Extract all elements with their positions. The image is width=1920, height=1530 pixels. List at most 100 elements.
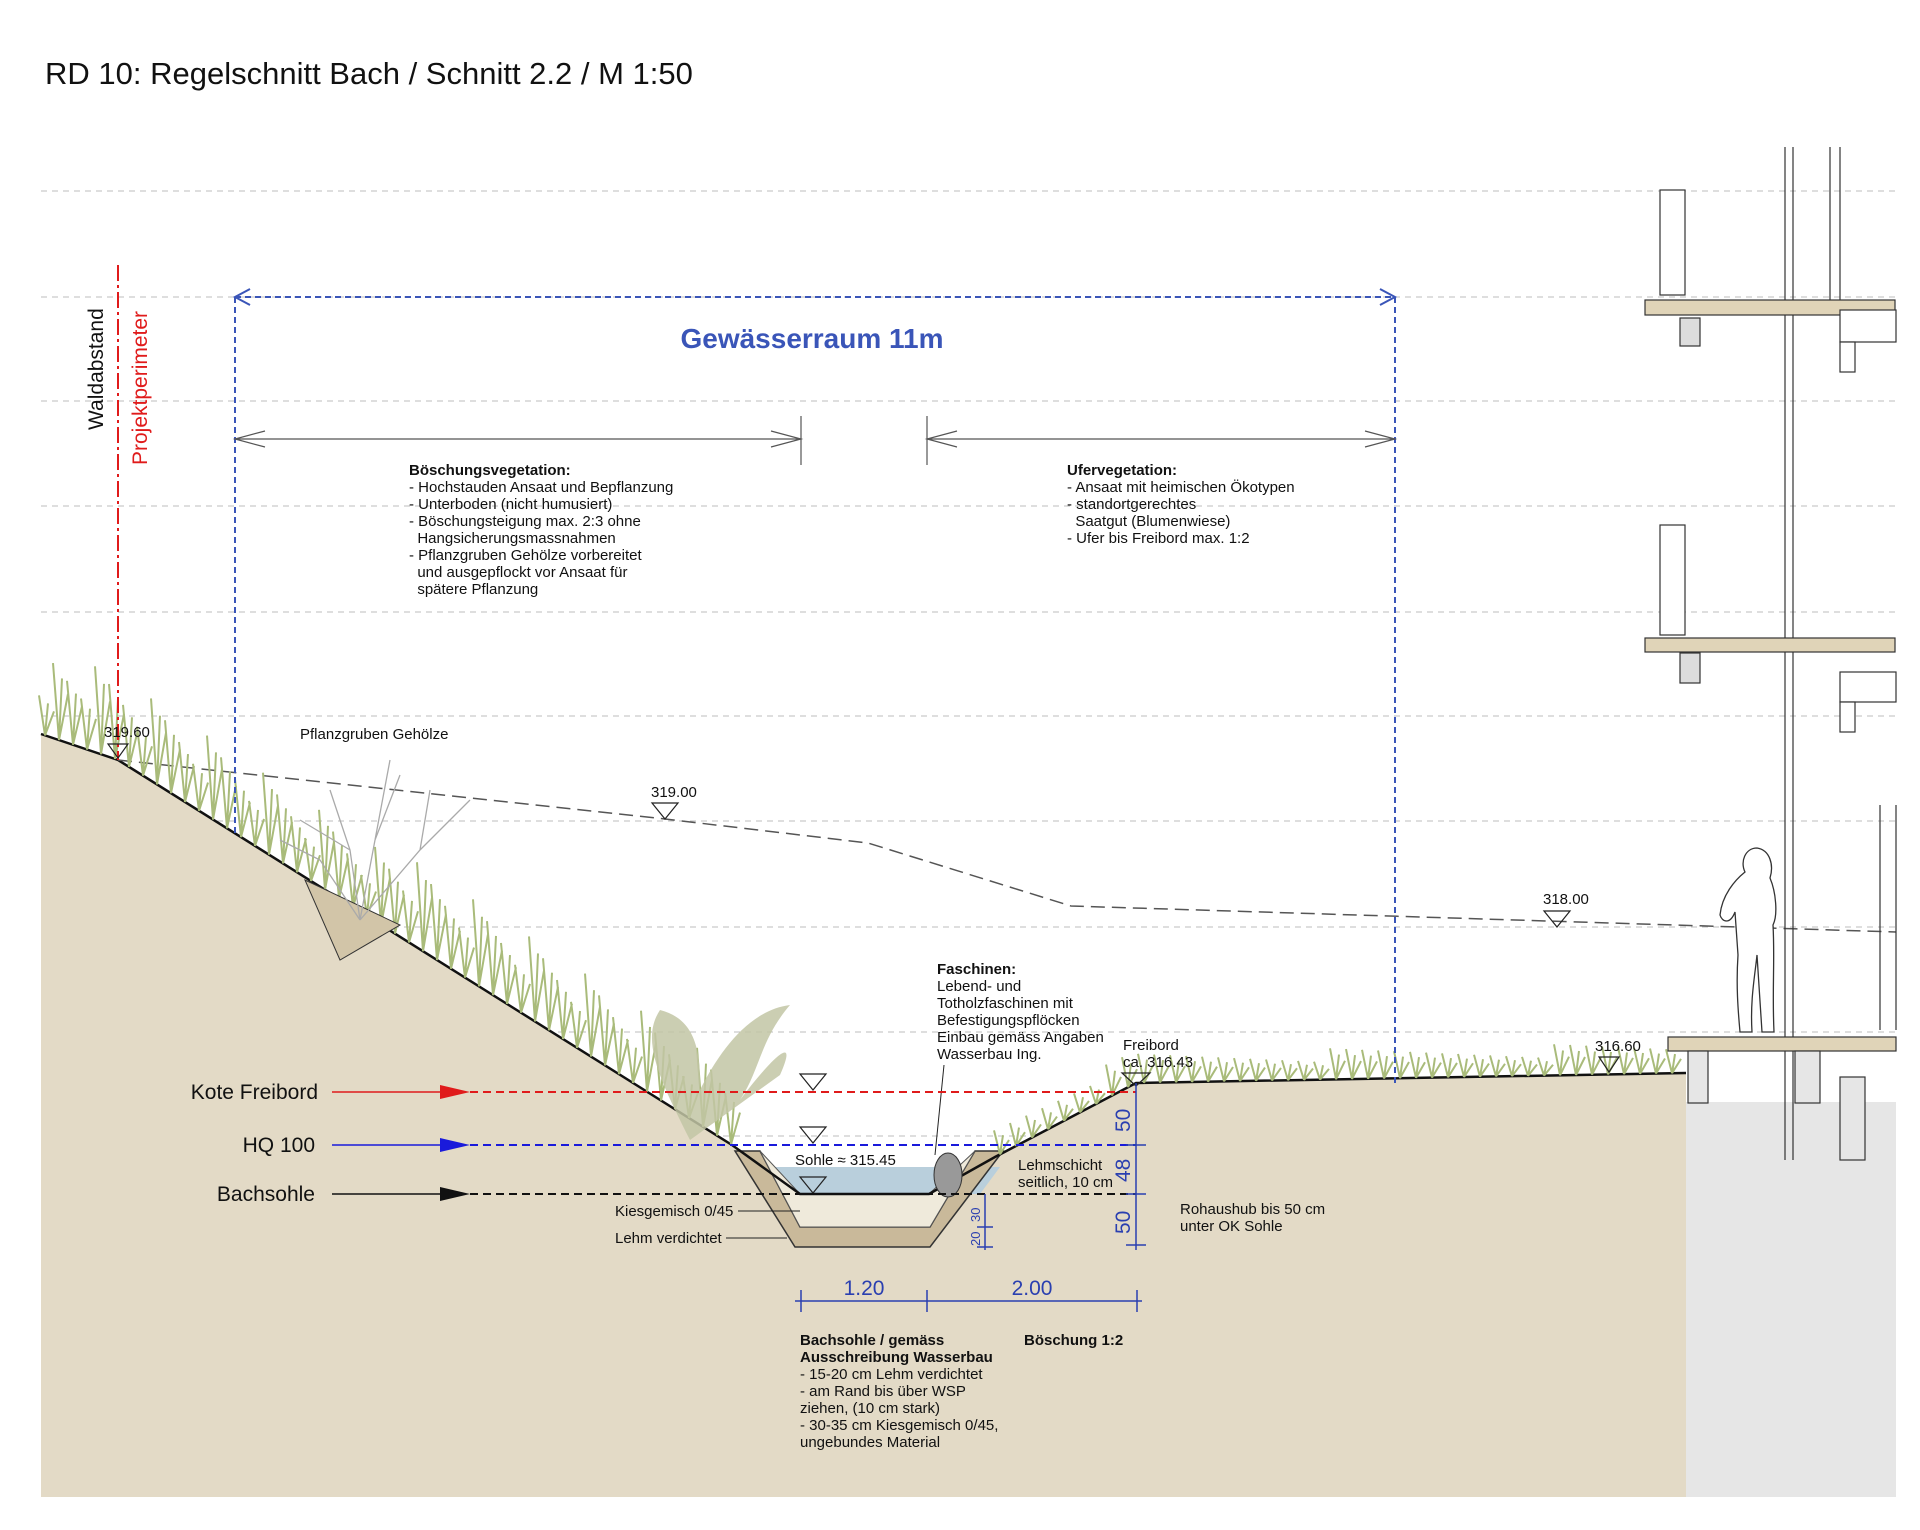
- grass-tuft: [234, 779, 251, 838]
- ground-section: [41, 734, 1686, 1497]
- grass-tuft: [38, 695, 55, 736]
- kote-freibord-label: Kote Freibord: [191, 1081, 318, 1104]
- svg-text:- Pflanzgruben Gehölze vorbere: - Pflanzgruben Gehölze vorbereitet: [409, 547, 642, 564]
- boeschung-label: Böschung 1:2: [1024, 1332, 1123, 1349]
- grass-tuft: [164, 720, 181, 794]
- building-ground-area: [1686, 1102, 1896, 1497]
- svg-text:Lebend- und: Lebend- und: [937, 978, 1021, 995]
- freibord-label: Freibord: [1123, 1037, 1179, 1054]
- grass-tuft: [1025, 1115, 1042, 1139]
- grass-tuft: [528, 936, 545, 1022]
- grass-tuft: [1537, 1057, 1554, 1077]
- boeschungsvegetation-note: Böschungsvegetation: - Hochstauden Ansaa…: [409, 462, 673, 598]
- faschinen-leader: [934, 1064, 945, 1156]
- water-level-lines: [332, 1085, 1136, 1201]
- grass-tuft: [1185, 1055, 1202, 1083]
- grass-tuft: [556, 979, 573, 1040]
- existing-terrain-line: [117, 759, 1897, 933]
- grass-tuft: [206, 735, 223, 820]
- ufervegetation-note: Ufervegetation: - Ansaat mit heimischen …: [1067, 462, 1295, 547]
- grass-tuft: [1617, 1046, 1634, 1075]
- lehm-verdichtet-label: Lehm verdichtet: [615, 1230, 723, 1247]
- grass-tuft: [1329, 1048, 1346, 1080]
- grass-tuft: [993, 1130, 1010, 1155]
- grass-tuft: [150, 698, 167, 785]
- svg-text:Befestigungspflöcken: Befestigungspflöcken: [937, 1012, 1080, 1029]
- sohle-label: Sohle ≈ 315.45: [795, 1152, 896, 1169]
- level-319-60: 319.60: [104, 724, 150, 741]
- grass-tuft: [178, 741, 195, 803]
- dim-sohle-1-20: 1.20: [844, 1277, 885, 1300]
- grass-tuft: [1473, 1054, 1490, 1078]
- grass-tuft: [584, 973, 601, 1057]
- svg-text:Faschinen:: Faschinen:: [937, 961, 1016, 978]
- faschine-bundle: [933, 1152, 963, 1198]
- grass-tuft: [1393, 1050, 1410, 1079]
- grass-tuft: [1505, 1055, 1522, 1077]
- grass-tuft: [1249, 1058, 1266, 1082]
- grass-tuft: [1649, 1048, 1666, 1075]
- svg-text:Ausschreibung Wasserbau: Ausschreibung Wasserbau: [800, 1349, 993, 1366]
- grass-tuft: [570, 1001, 587, 1049]
- grass-tuft: [1297, 1060, 1314, 1081]
- person-silhouette: [1719, 847, 1777, 1033]
- grass-tuft: [402, 890, 419, 943]
- grass-tuft: [542, 958, 559, 1031]
- svg-text:- am Rand bis über WSP: - am Rand bis über WSP: [800, 1383, 966, 1400]
- bachsohle-label: Bachsohle: [217, 1183, 315, 1206]
- kiesgemisch-label: Kiesgemisch 0/45: [615, 1203, 733, 1220]
- grass-tuft: [1521, 1056, 1538, 1077]
- grass-tuft: [1569, 1044, 1586, 1076]
- grass-tuft: [1409, 1051, 1426, 1079]
- grass-tuft: [1585, 1045, 1602, 1076]
- dim-kies-30: 30: [968, 1208, 983, 1222]
- grass-tuft: [1457, 1053, 1474, 1078]
- svg-text:- Hochstauden Ansaat und Bepfl: - Hochstauden Ansaat und Bepflanzung: [409, 479, 673, 496]
- level-316-60: 316.60: [1595, 1038, 1641, 1055]
- svg-text:- Ansaat mit heimischen Ökotyp: - Ansaat mit heimischen Ökotypen: [1067, 478, 1295, 496]
- freibord-level: ca. 316.43: [1123, 1054, 1193, 1071]
- grass-tuft: [1281, 1059, 1298, 1081]
- grass-tuft: [1345, 1048, 1362, 1080]
- grass-tuft: [500, 942, 517, 1005]
- zone-dimension-arrows: [232, 416, 1398, 465]
- gewaesserraum-boundary: [234, 296, 1396, 1083]
- svg-text:Hangsicherungsmassnahmen: Hangsicherungsmassnahmen: [409, 530, 616, 547]
- grass-tuft: [444, 905, 461, 970]
- svg-text:Bachsohle / gemäss: Bachsohle / gemäss: [800, 1332, 944, 1349]
- projektperimeter-label: Projektperimeter: [129, 311, 152, 465]
- grass-tuft: [220, 757, 237, 829]
- pflanzgruben-label: Pflanzgruben Gehölze: [300, 726, 448, 743]
- grass-tuft: [1233, 1057, 1250, 1082]
- grass-tuft: [1665, 1049, 1682, 1074]
- svg-text:Ufervegetation:: Ufervegetation:: [1067, 462, 1177, 479]
- grass-tuft: [52, 663, 69, 741]
- svg-text:ungebundes Material: ungebundes Material: [800, 1434, 940, 1451]
- svg-text:und ausgepflockt vor Ansaat fü: und ausgepflockt vor Ansaat für: [409, 564, 627, 581]
- grass-tuft: [94, 666, 111, 755]
- trees-pflanzgrube: [279, 759, 471, 921]
- grass-tuft: [1425, 1052, 1442, 1079]
- dim-freibord-50: 50: [1112, 1109, 1135, 1132]
- grass-tuft: [262, 772, 279, 855]
- svg-text:- Böschungsteigung max. 2:3 oh: - Böschungsteigung max. 2:3 ohne: [409, 513, 641, 530]
- grass-tuft: [598, 995, 615, 1066]
- grass-tuft: [374, 846, 391, 926]
- svg-text:- 30-35 cm Kiesgemisch 0/45,: - 30-35 cm Kiesgemisch 0/45,: [800, 1417, 998, 1434]
- svg-text:- 15-20 cm Lehm verdichtet: - 15-20 cm Lehm verdichtet: [800, 1366, 983, 1383]
- grass-tuft: [1009, 1122, 1026, 1147]
- vertical-dimension-lines: [977, 1083, 1146, 1250]
- svg-text:Böschungsvegetation:: Böschungsvegetation:: [409, 462, 571, 479]
- grass-tuft: [1265, 1059, 1282, 1082]
- dim-water-48: 48: [1112, 1159, 1135, 1182]
- grass-tuft: [1057, 1100, 1074, 1122]
- boundary-arrows: [232, 288, 1398, 306]
- grass-tuft: [514, 964, 531, 1013]
- grass-tuft: [248, 800, 265, 847]
- dim-excavation-50: 50: [1112, 1211, 1135, 1234]
- grass-tuft: [1313, 1061, 1330, 1081]
- grass-tuft: [1153, 1054, 1170, 1084]
- grass-tuft: [626, 1038, 643, 1084]
- grass-tuft: [1217, 1057, 1234, 1082]
- dim-boeschung-2-00: 2.00: [1012, 1277, 1053, 1300]
